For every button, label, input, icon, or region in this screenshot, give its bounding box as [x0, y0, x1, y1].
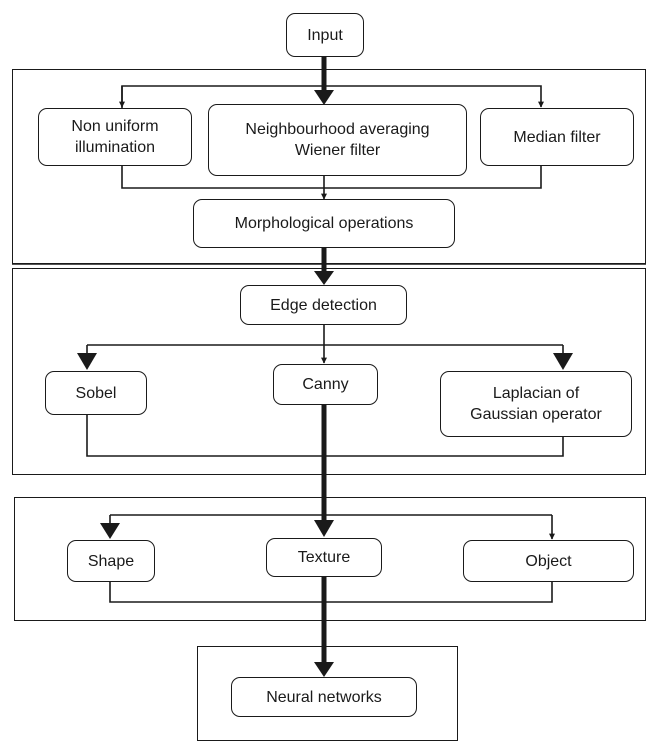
non-uniform-illumination-box: Non uniform illumination — [38, 108, 192, 166]
neighbourhood-averaging-label: Neighbourhood averaging Wiener filter — [245, 121, 430, 159]
input-label: Input — [307, 26, 343, 44]
edge-detection-box: Edge detection — [240, 285, 407, 325]
shape-label: Shape — [87, 552, 135, 570]
canny-box: Canny — [273, 364, 378, 405]
arrow-head — [314, 271, 334, 285]
sobel-label: Sobel — [75, 384, 117, 402]
edge-detection-section — [12, 268, 646, 475]
merge-line-top — [121, 166, 542, 189]
neural-networks-box: Neural networks — [231, 677, 417, 717]
feature-merge-line — [109, 582, 553, 603]
arrow-head — [100, 523, 120, 539]
edge-detection-label: Edge detection — [270, 296, 377, 314]
non-uniform-illumination-label: Non uniform illumination — [71, 118, 159, 156]
arrow-head — [314, 90, 334, 105]
median-filter-label: Median filter — [513, 128, 601, 146]
classification-section — [197, 646, 458, 741]
texture-box: Texture — [266, 538, 382, 577]
neural-networks-label: Neural networks — [266, 688, 382, 706]
median-filter-box: Median filter — [480, 108, 634, 166]
arrow-head — [314, 520, 334, 537]
feature-extraction-section — [14, 497, 646, 621]
object-box: Object — [463, 540, 634, 582]
morphological-operations-label: Morphological operations — [234, 215, 414, 232]
neighbourhood-averaging-box: Neighbourhood averaging Wiener filter — [208, 104, 467, 176]
canny-label: Canny — [302, 376, 349, 393]
arrow-head — [77, 353, 97, 370]
shape-box: Shape — [67, 540, 155, 582]
arrow-head — [314, 662, 334, 677]
sobel-box: Sobel — [45, 371, 147, 415]
morphological-operations-box: Morphological operations — [193, 199, 455, 248]
texture-label: Texture — [297, 549, 351, 566]
laplacian-of-gaussian-label: Laplacian of Gaussian operator — [470, 385, 602, 423]
arrow-head — [553, 353, 573, 370]
object-label: Object — [525, 552, 572, 570]
laplacian-of-gaussian-box: Laplacian of Gaussian operator — [440, 371, 632, 437]
input-box: Input — [286, 13, 364, 57]
